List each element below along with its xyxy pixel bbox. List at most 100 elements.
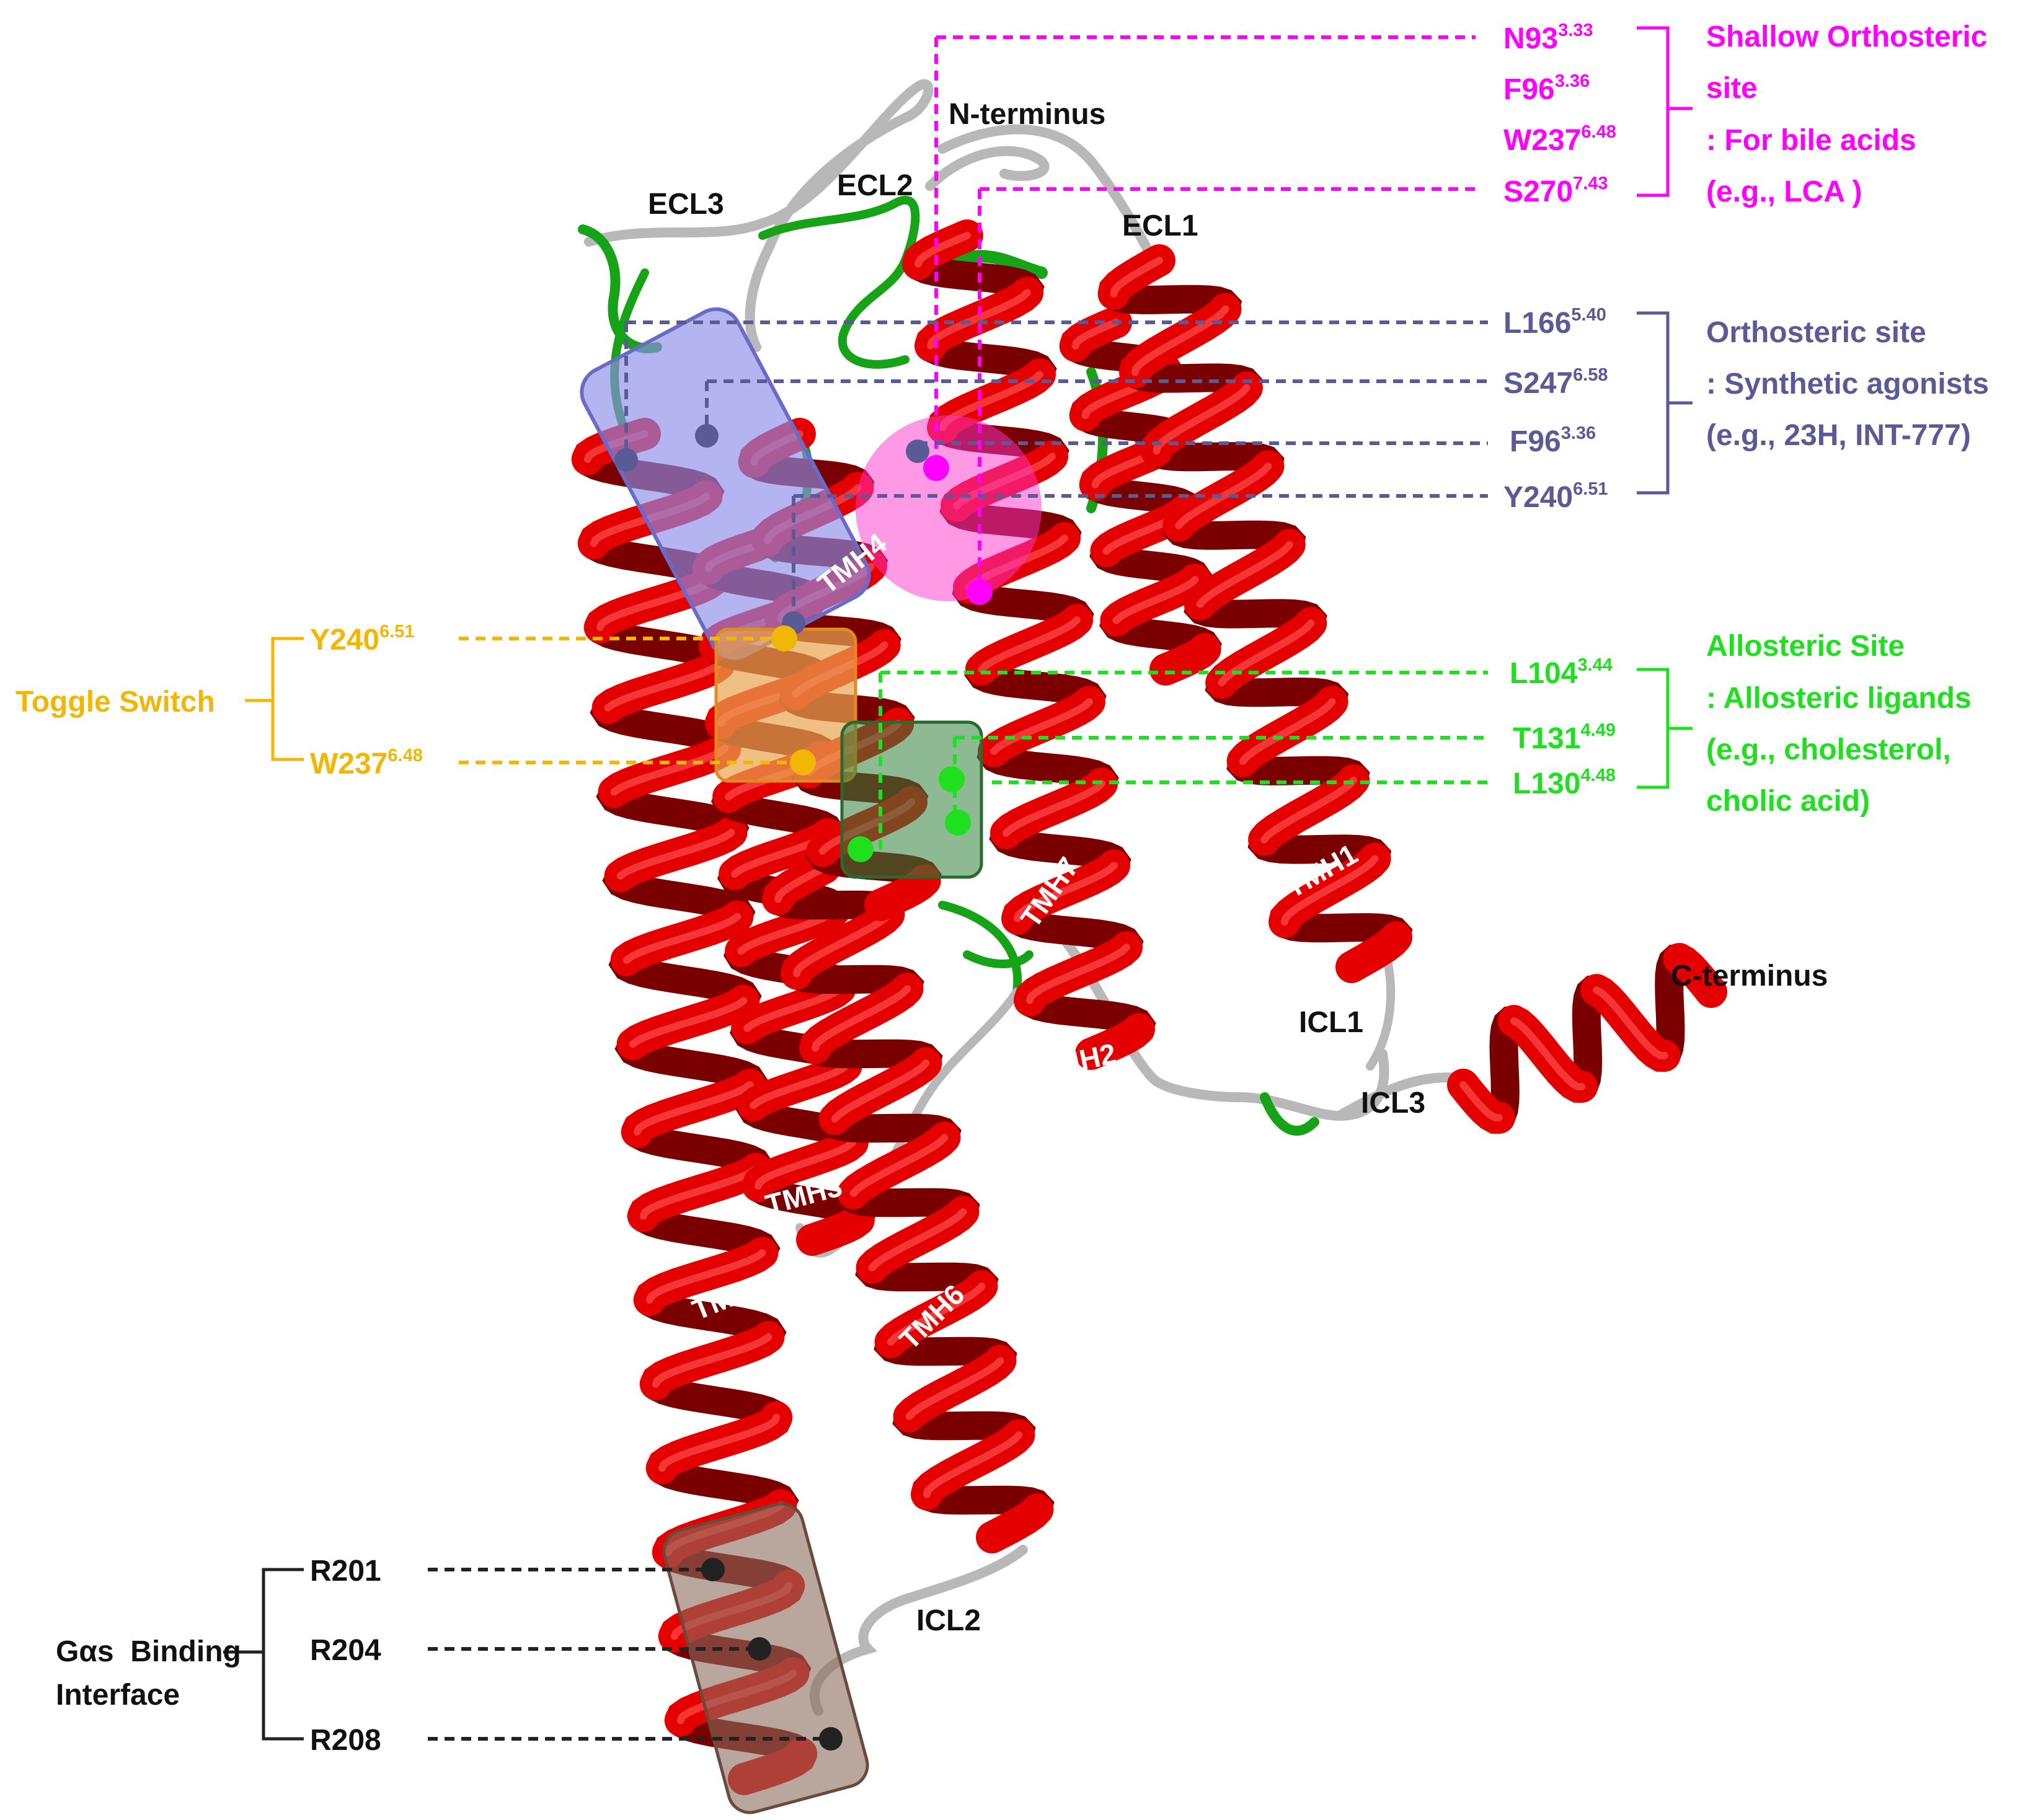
shallow-site-labels: N933.33 F963.36 W2376.48 S2707.43 Shallo…: [1503, 20, 1987, 208]
helix-tmh5-highlight: [633, 1081, 754, 1136]
helix-tmh5-highlight: [629, 997, 748, 1048]
label-ecl2: ECL2: [837, 169, 913, 202]
dot-allo-3: [945, 810, 971, 836]
helix-tmh3-highlight: [754, 1139, 856, 1190]
helix-tmh1: [1097, 244, 1413, 983]
shallow-residue-2: F963.36: [1503, 71, 1590, 106]
ortho-residue-3: F963.36: [1510, 423, 1596, 458]
ortho-line-l166: [624, 320, 1488, 456]
helix-tmh1-front: [1335, 921, 1413, 983]
allo-example-2: cholic acid): [1706, 785, 1870, 818]
helix-ctail-front: [1663, 943, 1727, 1008]
helix-tmh7-front: [1075, 1013, 1155, 1070]
helix-tmh1-highlight: [1110, 257, 1163, 298]
helix-tmh6-highlight: [831, 1059, 930, 1123]
helix-tmh6-front: [976, 1493, 1054, 1553]
icl3-green: [1260, 1092, 1319, 1136]
dot-toggle-2: [790, 749, 816, 775]
dot-ortho-4: [906, 440, 929, 463]
galpha-title: Gαs Binding: [56, 1635, 241, 1668]
helix-ctail: [1447, 943, 1727, 1134]
toggle-switch-labels: Toggle Switch Y2406.51 W2376.48: [15, 622, 423, 780]
helix-tmh5-highlight: [604, 660, 723, 712]
helix-tmh1-highlight: [1260, 776, 1358, 844]
helix-ctail-highlight: [1593, 986, 1668, 1059]
toggle-lines: [459, 637, 803, 764]
ortho-line-y240: [792, 494, 1488, 620]
helix-tmh2: [1059, 306, 1222, 686]
helix-tmh6-highlight: [868, 1208, 967, 1271]
toggle-box: [714, 627, 857, 783]
green-bottom: [963, 950, 1034, 968]
allosteric-site-labels: L1043.44 T1314.49 L1304.48 Allosteric Si…: [1510, 630, 1972, 818]
ecl1-green: [949, 250, 1048, 279]
label-icl2: ICL2: [916, 1604, 981, 1637]
helix-tmh3-front: [796, 1203, 875, 1256]
ortho-residue-2: S2476.58: [1503, 365, 1608, 400]
label-ecl3: ECL3: [648, 188, 724, 221]
helices-group: [571, 219, 1727, 1795]
ecl3-loop: [584, 79, 934, 352]
helix-ctail-highlight: [1459, 1081, 1503, 1121]
loops-group: [578, 79, 1468, 1716]
helix-tmh6-back: [762, 854, 1055, 1552]
label-icl1: ICL1: [1299, 1006, 1363, 1039]
helix-tmh5-highlight: [652, 1333, 772, 1388]
allo-residue-1: L1043.44: [1510, 655, 1613, 690]
galpha-residue-r204: R204: [310, 1634, 381, 1667]
shallow-residue-3: W2376.48: [1503, 122, 1616, 157]
shallow-desc: : For bile acids: [1706, 124, 1916, 157]
helix-tmh6-highlight: [887, 1283, 986, 1346]
shallow-title-2: site: [1706, 72, 1758, 105]
helix-tmh1-highlight: [1281, 855, 1379, 926]
dot-ortho-1: [614, 448, 638, 472]
connector-lines: [428, 35, 1488, 1741]
allosteric-bracket: [1637, 668, 1693, 789]
shallow-bracket: [1637, 26, 1693, 197]
allo-desc: : Allosteric ligands: [1706, 682, 1972, 715]
ortho-title: Orthosteric site: [1706, 316, 1926, 349]
galpha-residue-r208: R208: [310, 1724, 381, 1757]
residue-dots: [614, 424, 993, 1751]
dot-ortho-2: [695, 424, 719, 448]
ortho-residue-1: L1665.40: [1503, 305, 1606, 340]
dot-galpha-1: [701, 1558, 725, 1581]
dot-shallow-1: [923, 455, 949, 481]
helix-tmh6-highlight: [793, 911, 893, 978]
allo-title: Allosteric Site: [1706, 630, 1905, 663]
helix-tmh5-highlight: [658, 1413, 781, 1472]
helix-tmh6-highlight: [774, 864, 828, 903]
allo-residue-2: T1314.49: [1513, 720, 1616, 755]
dot-allo-2: [939, 766, 965, 792]
helix-tmh1-highlight: [1218, 619, 1315, 687]
helix-tmh7-highlight: [1026, 943, 1130, 1004]
helix-tmh6-highlight: [849, 1134, 949, 1197]
helix-tmh1-highlight: [1196, 541, 1293, 608]
helix-ctail-back: [1449, 944, 1725, 1133]
helix-tmh7-highlight: [914, 232, 971, 268]
galpha-residue-r201: R201: [310, 1555, 381, 1588]
helix-tmh1-highlight: [1131, 305, 1229, 376]
helix-tmh7-highlight: [1014, 862, 1118, 922]
label-ecl1: ECL1: [1122, 210, 1198, 242]
brackets: [223, 26, 1693, 1741]
helix-tmh2-highlight: [1071, 319, 1120, 350]
dot-toggle-1: [771, 625, 797, 652]
helix-tmh5-highlight: [622, 912, 741, 964]
ecl1-loop: [937, 124, 1158, 265]
galpha-lines: [428, 1568, 831, 1741]
allo-line-l104: [879, 671, 1488, 849]
icl3-loop: [1334, 1072, 1468, 1121]
helix-tmh2-front: [1149, 633, 1221, 686]
shallow-title: Shallow Orthosteric: [1706, 20, 1987, 53]
green-loop-c: [938, 901, 1022, 996]
label-n-terminus: N-terminus: [949, 98, 1105, 131]
allo-example: (e.g., cholesterol,: [1706, 733, 1951, 766]
dot-galpha-3: [819, 1727, 843, 1751]
dot-allo-1: [848, 836, 874, 862]
allo-residue-3: L1304.48: [1513, 766, 1616, 800]
ecl2-grey: [925, 146, 1050, 191]
helix-tmh3-highlight: [743, 984, 844, 1032]
shallow-residue-4: S2707.43: [1503, 174, 1608, 208]
